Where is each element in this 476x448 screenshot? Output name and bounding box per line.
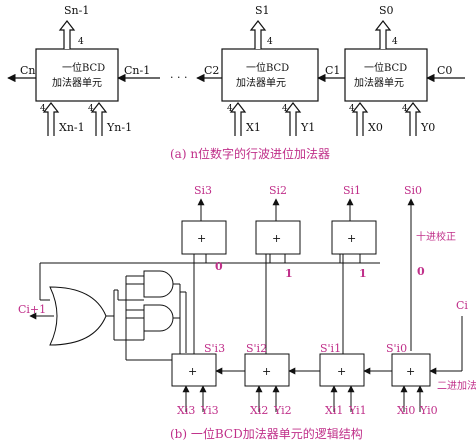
bcd-adder-unit-n-minus-1 <box>7 20 160 136</box>
unit-label-line2: 加法器单元 <box>236 76 286 89</box>
adder-symbol: + <box>262 365 271 378</box>
intermediate-sum-0: S'i0 <box>386 342 407 355</box>
sum-output-1: Si1 <box>343 184 361 197</box>
bcd-adder-unit-0 <box>344 20 465 136</box>
bus-width-label: 4 <box>392 37 398 47</box>
caption-a: (a) n位数字的行波进位加法器 <box>170 146 330 161</box>
carry-in-label-0: C0 <box>437 64 452 77</box>
carry-in-label-n-minus-1: Cn-1 <box>124 64 150 77</box>
sum-label-1: S1 <box>255 4 270 17</box>
decimal-correction-label: 十进校正 <box>416 230 456 243</box>
unit-label-line1: 一位BCD <box>246 61 289 74</box>
or-gate <box>49 286 107 346</box>
and-gate-2 <box>143 304 174 332</box>
bus-width-label: 4 <box>402 104 408 114</box>
x-input-1: Xi1 <box>325 404 343 417</box>
bus-width-label: 4 <box>40 104 46 114</box>
sum-label-n-minus-1: Sn-1 <box>64 4 89 17</box>
bus-width-label: 4 <box>227 104 233 114</box>
carry-out-label-2: C2 <box>204 64 219 77</box>
part-b-text: + + + + + + + Si3 Si2 Si1 Si0 0 1 1 0 十进… <box>18 184 476 441</box>
y-input-2: Yi2 <box>273 404 292 417</box>
carry-in-label-1: C1 <box>325 64 340 77</box>
sum-output-0: Si0 <box>404 184 422 197</box>
unit-label-line1: 一位BCD <box>364 61 407 74</box>
ellipsis-dots: · · · <box>170 71 187 84</box>
adder-symbol: + <box>188 365 197 378</box>
adder-symbol: + <box>272 232 281 245</box>
carry-in-label: Ci <box>456 299 468 312</box>
bus-width-label: 4 <box>349 104 355 114</box>
x-input-0: Xi0 <box>397 404 415 417</box>
bus-width-label: 4 <box>78 37 84 47</box>
correction-adder-3 <box>181 198 227 255</box>
bus-width-label: 4 <box>267 37 273 47</box>
part-a-text: Sn-1 4 一位BCD 加法器单元 Cn Cn-1 4 4 Xn-1 Yn-1… <box>20 4 452 161</box>
bus-width-label: 4 <box>88 104 94 114</box>
y-input-1: Yi1 <box>348 404 367 417</box>
adder-symbol: + <box>337 365 346 378</box>
adder-symbol: + <box>347 232 356 245</box>
binary-adder-label: 二进加法 <box>437 379 476 392</box>
bcd-adder-unit-1 <box>196 20 345 136</box>
x-input-label-n-minus-1: Xn-1 <box>59 121 85 134</box>
sum-output-2: Si2 <box>269 184 287 197</box>
correction-adder-2 <box>255 198 301 255</box>
correction-bit-0: 0 <box>417 265 425 278</box>
correction-adder-1 <box>331 198 377 255</box>
x-input-label-1: X1 <box>246 121 261 134</box>
y-input-label-n-minus-1: Yn-1 <box>106 121 132 134</box>
ripple-carry-adder <box>7 20 465 136</box>
y-input-3: Yi3 <box>200 404 219 417</box>
x-input-label-0: X0 <box>368 121 383 134</box>
carry-out-label: Ci+1 <box>18 303 46 316</box>
caption-b: (b) 一位BCD加法器单元的逻辑结构 <box>170 426 363 441</box>
adder-symbol: + <box>406 365 415 378</box>
sum-output-3: Si3 <box>194 184 212 197</box>
binary-adder-3 <box>171 254 217 387</box>
intermediate-sum-3: S'i3 <box>204 342 225 355</box>
y-input-label-0: Y0 <box>420 121 435 134</box>
unit-label-line2: 加法器单元 <box>354 76 404 89</box>
x-input-3: Xi3 <box>177 404 195 417</box>
carry-out-label-n: Cn <box>20 64 36 77</box>
correction-bit-2: 1 <box>285 267 293 280</box>
y-input-label-1: Y1 <box>300 121 315 134</box>
bcd-unit-logic <box>29 198 463 412</box>
and-gate-1 <box>143 270 174 298</box>
correction-bit-3: 0 <box>215 260 223 273</box>
intermediate-sum-2: S'i2 <box>246 342 267 355</box>
x-input-2: Xi2 <box>250 404 268 417</box>
bus-width-label: 4 <box>282 104 288 114</box>
unit-label-line2: 加法器单元 <box>52 76 102 89</box>
intermediate-sum-1: S'i1 <box>320 342 341 355</box>
adder-symbol: + <box>197 232 206 245</box>
binary-adder-1 <box>319 254 365 387</box>
correction-bit-1: 1 <box>359 267 367 280</box>
sum-label-0: S0 <box>379 4 394 17</box>
y-input-0: Yi0 <box>419 404 438 417</box>
unit-label-line1: 一位BCD <box>62 61 105 74</box>
